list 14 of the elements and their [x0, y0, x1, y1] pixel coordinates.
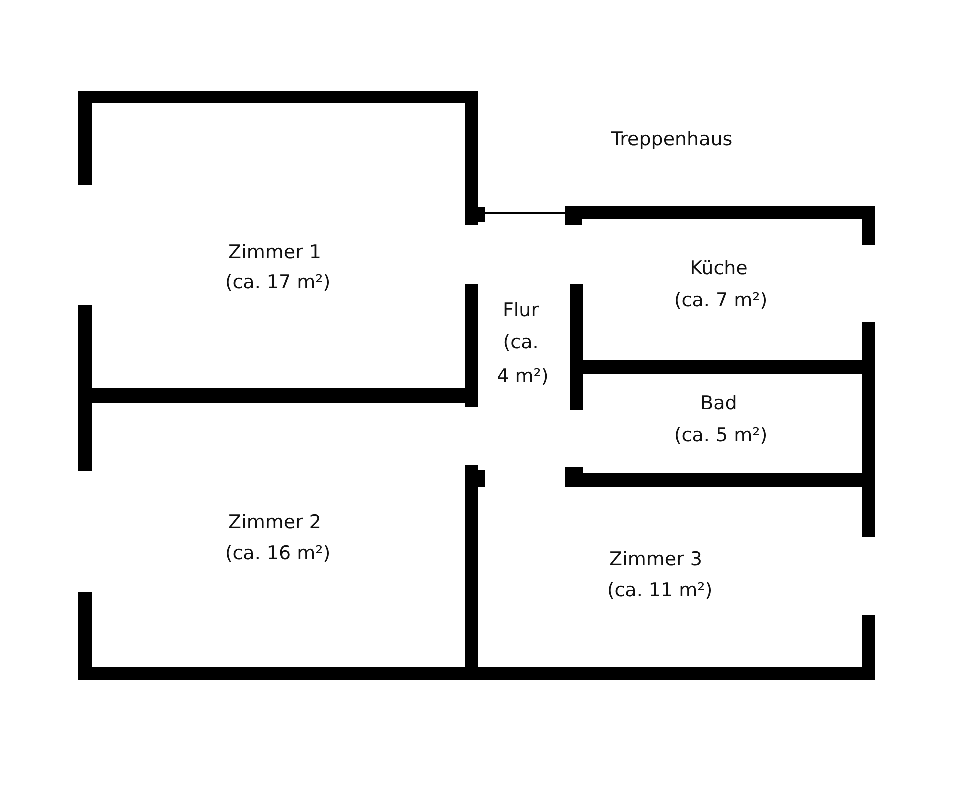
room-label: 4 m²)	[497, 366, 549, 388]
room-label: Bad	[700, 392, 738, 416]
room-label: (ca. 16 m²)	[225, 542, 331, 566]
room-label: Flur	[502, 300, 540, 322]
room-label: (ca. 5 m²)	[674, 424, 768, 448]
room-label: (ca. 7 m²)	[674, 290, 768, 312]
room-label: Küche	[690, 258, 748, 280]
room-label: (ca. 11 m²)	[607, 580, 713, 602]
room-label: Zimmer 3	[610, 548, 702, 572]
room-label: Treppenhaus	[611, 128, 733, 152]
room-label: (ca.	[503, 332, 539, 354]
room-label: Zimmer 1	[228, 242, 322, 264]
room-label: (ca. 17 m²)	[225, 272, 331, 294]
room-label: Zimmer 2	[228, 512, 322, 534]
